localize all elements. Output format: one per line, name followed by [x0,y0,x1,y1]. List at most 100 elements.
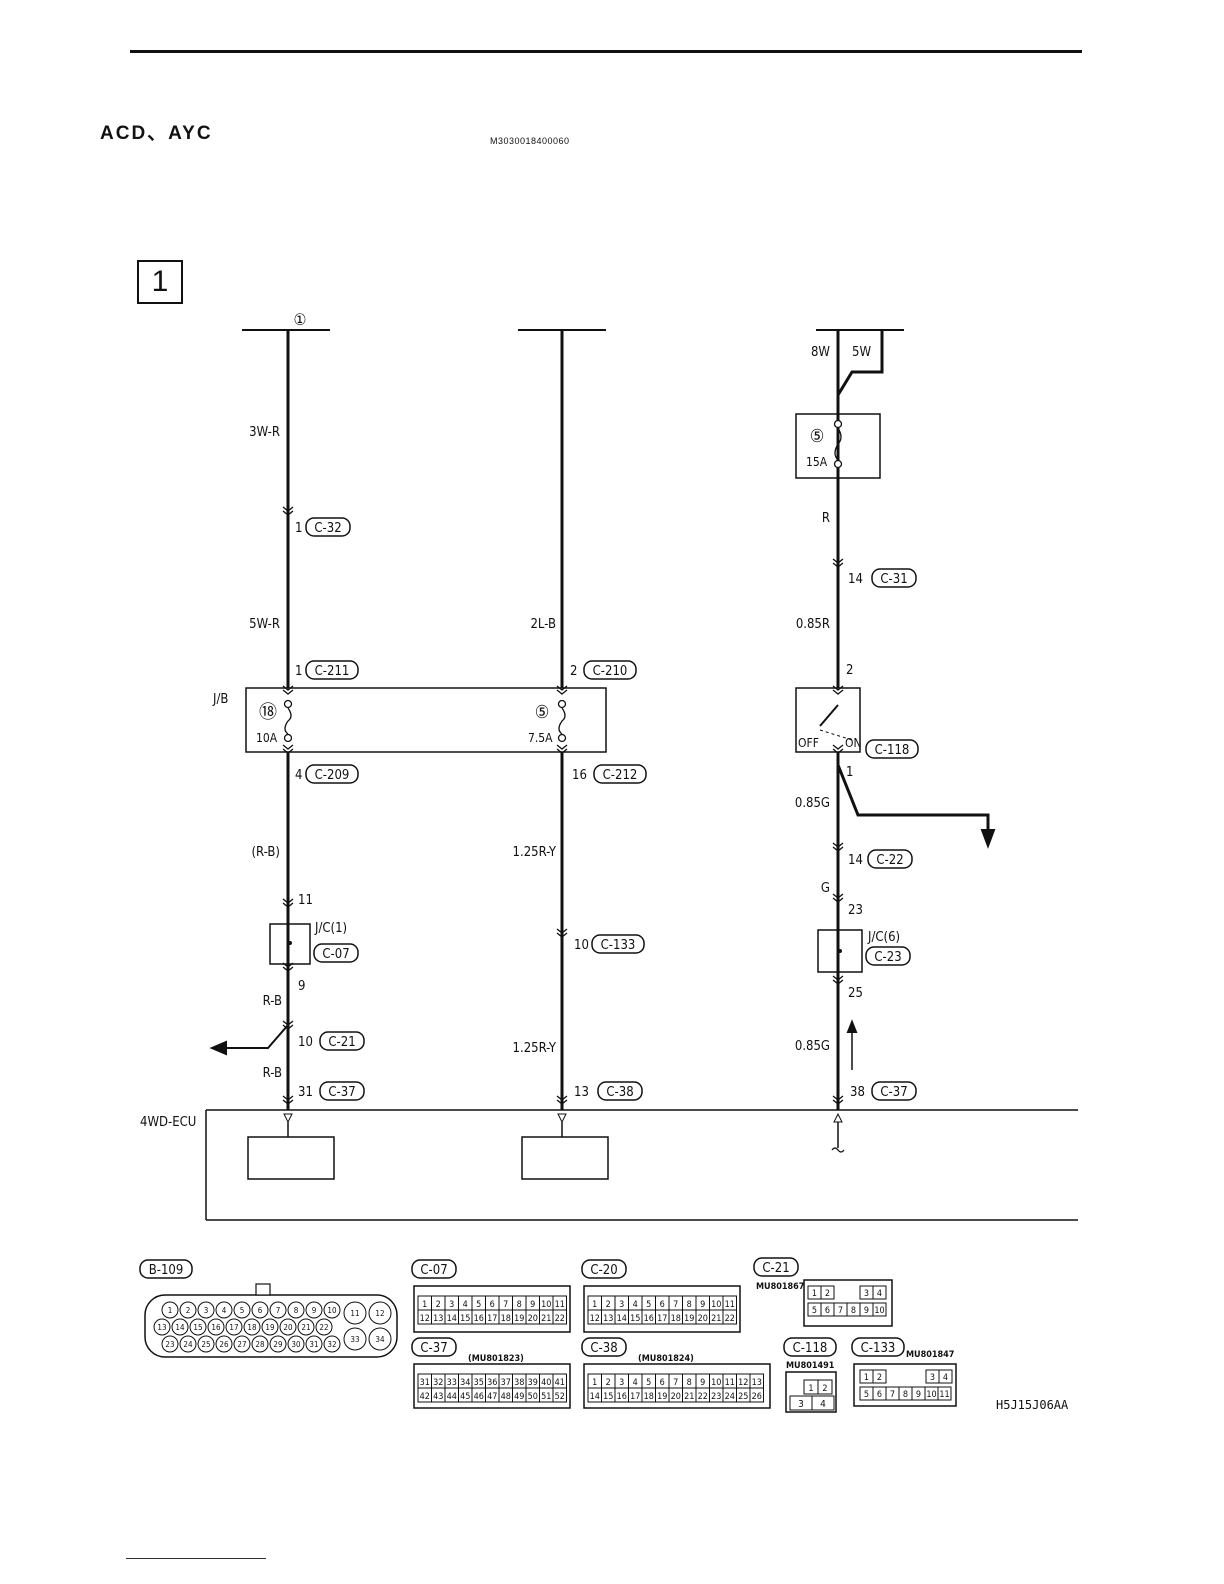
connector-view-c38-pin: 8 [687,1378,692,1388]
connector-view-b109-pin: 13 [157,1323,166,1332]
connector-view-c133-pin: 7 [890,1390,895,1400]
switch-on-label: ON [845,736,862,750]
connector-view-b109-pin: 2 [186,1306,191,1315]
connector-view-c118-pin: 3 [798,1399,804,1410]
connector-view-b109-cell [233,1335,251,1353]
connector-view-c133-pin: 10 [926,1390,936,1400]
connector-mark [556,744,568,754]
connector-view-c21-name-outline [753,1257,799,1277]
fuse-5-hi-rating: 15A [806,455,828,469]
connector-view-c07-pin: 10 [541,1300,551,1310]
connector-view-b109-cell [233,1301,251,1319]
connector-view-c133-pin: 11 [939,1390,949,1400]
connector-view-b109-cell [153,1318,171,1336]
connector-view-c38-pin: 26 [752,1392,762,1402]
fuse-18-terminal-bottom [283,733,293,743]
connector-view-b109-cell [197,1301,215,1319]
connector-view-c20-pin: 20 [698,1314,708,1324]
connector-mark [832,842,844,852]
connector-view-c37-pin: 45 [460,1392,470,1402]
pin-number: 10 [574,938,589,953]
pin-number: 1 [295,664,302,679]
connector-view-c38-part: (MU801824) [638,1354,694,1364]
connector-view-c133-cell [872,1369,887,1384]
connector-view-c20-pin: 21 [711,1314,721,1324]
connector-view-b109-pin: 23 [165,1340,174,1349]
connector-view-c07-pin: 4 [463,1300,468,1310]
connector-view-c07-pin: 5 [476,1300,481,1310]
connector-view-c37-pin: 32 [433,1378,443,1388]
ecu-input-circuit-middle [521,1136,609,1180]
connector-view-c38-pin: 20 [671,1392,681,1402]
connector-view-c38-pin: 11 [725,1378,735,1388]
connector-label-outline [865,946,911,966]
connector-label: C-31 [880,572,907,587]
connector-view-c07-pin: 9 [530,1300,535,1310]
connector-view-c38-pin: 7 [673,1378,678,1388]
connector-mark [282,1095,294,1105]
connector-view-b109-pin: 15 [193,1323,202,1332]
connector-view-b109-pin: 30 [291,1340,301,1349]
connector-view-c07-pin: 14 [447,1314,457,1324]
pin-number: 4 [295,768,302,783]
connector-mark [282,744,294,754]
connector-view-c07-pin: 13 [433,1314,443,1324]
page-title: ACD、AYC [100,123,213,144]
connector-view-c37-cell [552,1387,567,1403]
connector-view-b109-pin: 32 [327,1340,336,1349]
connector-view-c07-pin: 2 [436,1300,441,1310]
ecu-output-terminal-right [833,1112,843,1123]
connector-mark [832,1095,844,1105]
connector-view-c37-pin: 47 [487,1392,497,1402]
wire-label: (R-B) [251,845,280,860]
connector-view-c07-pin: 19 [514,1314,524,1324]
connector-view-b109-pin: 20 [283,1323,293,1332]
pin-number: 31 [298,1085,313,1100]
connector-view-c20-pin: 10 [711,1300,721,1310]
connector-view-c38-pin: 13 [752,1378,762,1388]
connector-view-c20-pin: 12 [590,1314,600,1324]
pin-number: 2 [846,663,853,678]
connector-view-c21-name: C-21 [762,1261,789,1276]
connector-view-b109-pin: 11 [350,1309,359,1318]
connector-view-b109-cell [243,1318,261,1336]
junction-block-label: J/B [212,692,228,707]
connector-label-outline [871,568,917,588]
connector-view-b109-pin: 14 [175,1323,185,1332]
fuse-5-jb-terminal-top [557,699,567,709]
connector-view-c21-pin: 6 [825,1306,830,1316]
connector-view-c21-cell [820,1285,835,1300]
connector-view-c38-pin: 12 [738,1378,748,1388]
wire-label: 5W [852,345,871,360]
connector-view-b109-pin: 16 [211,1323,221,1332]
connector-view-c37-pin: 44 [447,1392,457,1402]
fuse-5-hi-element [834,427,842,461]
connector-view-b109-cell [251,1335,269,1353]
connector-view-c37-pin: 46 [474,1392,484,1402]
connector-view-c37-pin: 33 [447,1378,457,1388]
wire-label: 0.85G [795,1039,830,1054]
document-id: M3030018400060 [490,136,570,146]
connector-view-b109-cell [297,1318,315,1336]
connector-mark [832,685,844,695]
connector-view-b109-cell [225,1318,243,1336]
connector-view-b109-cell [269,1335,287,1353]
connector-view-c37-pin: 40 [541,1378,551,1388]
wire-label: 0.85R [796,617,830,632]
connector-view-c133-pin: 6 [877,1390,882,1400]
connector-view-b109-pin: 5 [240,1306,245,1315]
connector-label: C-118 [875,743,910,758]
connector-view-c37-pin: 35 [474,1378,484,1388]
ecu-output-symbol [831,1147,845,1153]
connector-view-b109-cell [207,1318,225,1336]
connector-view-c38-pin: 17 [630,1392,640,1402]
connector-view-c37-pin: 31 [420,1378,430,1388]
connector-view-c37-pin: 50 [528,1392,538,1402]
connector-view-c07-pin: 18 [501,1314,511,1324]
fuse-5-jb-element [558,707,566,735]
connector-view-c21-part: MU801867 [756,1282,804,1292]
connector-view-c118-part: MU801491 [786,1361,835,1371]
connector-view-c20-name: C-20 [590,1263,617,1278]
connector-view-b109-cell [179,1335,197,1353]
connector-view-b109-cell [171,1318,189,1336]
